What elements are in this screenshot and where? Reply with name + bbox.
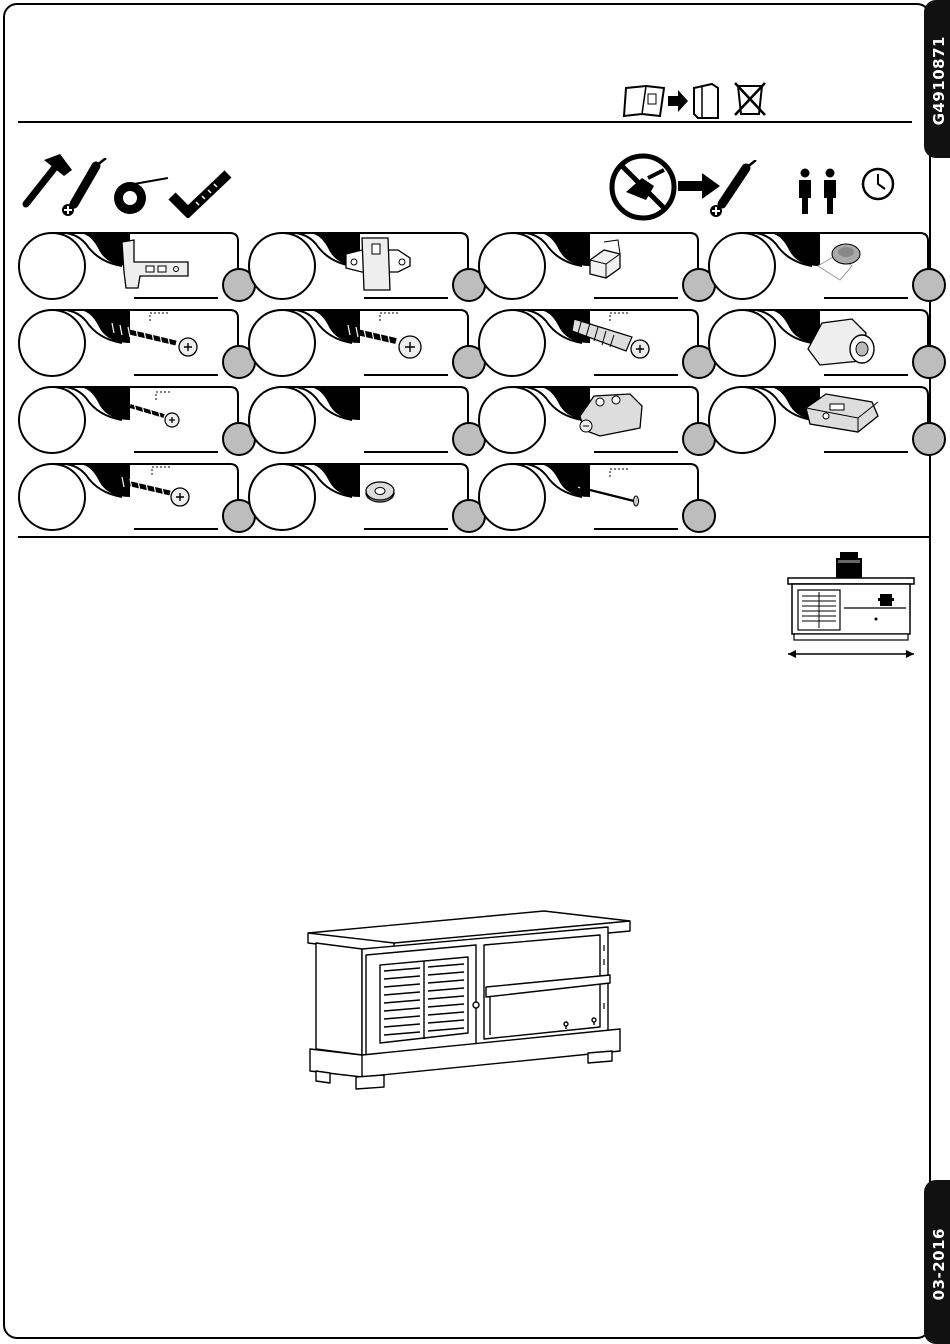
short-screw-icon	[130, 392, 179, 427]
part-card-frame	[18, 463, 240, 533]
part-card-12	[708, 386, 930, 452]
header-rule	[18, 121, 912, 123]
parts-rule	[18, 536, 931, 538]
part-card-8	[708, 309, 930, 375]
quantity-badge	[912, 422, 946, 456]
felt-pad-icon	[818, 244, 860, 280]
part-card-frame	[248, 309, 470, 379]
part-card-frame	[248, 463, 470, 533]
manual-arrow-binder-icon	[622, 80, 722, 120]
part-card-frame	[248, 386, 470, 456]
shelf-support-icon	[590, 240, 620, 278]
part-card-frame	[18, 309, 240, 379]
part-card-11	[478, 386, 700, 452]
part-card-14	[248, 463, 470, 529]
part-card-frame	[478, 309, 700, 379]
screwdriver-icon	[708, 160, 762, 220]
quantity-badge	[912, 268, 946, 302]
part-card-5	[18, 309, 240, 375]
no-power-drill-icon	[608, 152, 678, 222]
no-trash-icon	[730, 78, 770, 118]
part-card-frame	[248, 232, 470, 302]
square-ruler-icon	[168, 166, 232, 218]
part-card-4	[708, 232, 930, 298]
part-card-9	[18, 386, 240, 452]
part-card-frame	[18, 386, 240, 456]
part-card-1	[18, 232, 240, 298]
part-card-15	[478, 463, 700, 529]
clock-icon	[860, 166, 896, 202]
part-card-7	[478, 309, 700, 375]
hinge-icon	[122, 240, 188, 288]
part-card-frame	[708, 309, 930, 379]
part-card-frame	[478, 386, 700, 456]
two-persons-icon	[794, 168, 842, 216]
part-card-frame	[708, 232, 930, 302]
quantity-badge	[682, 499, 716, 533]
load-weight-diagram	[784, 548, 920, 662]
date-code: 03-2016	[930, 1228, 948, 1300]
part-card-6	[248, 309, 470, 375]
part-card-frame	[708, 386, 930, 456]
part-card-frame	[18, 232, 240, 302]
part-card-13	[18, 463, 240, 529]
part-card-10	[248, 386, 470, 452]
screwdriver-icon	[58, 158, 110, 220]
tv-cabinet-illustration	[300, 905, 636, 1111]
part-card-2	[248, 232, 470, 298]
part-card-3	[478, 232, 700, 298]
quantity-badge	[912, 345, 946, 379]
tape-measure-icon	[112, 172, 170, 218]
ring-washer-icon	[366, 482, 394, 502]
part-card-frame	[478, 463, 700, 533]
connector-bracket-icon	[806, 394, 878, 432]
part-card-frame	[478, 232, 700, 302]
article-code: G4910871	[930, 36, 948, 125]
